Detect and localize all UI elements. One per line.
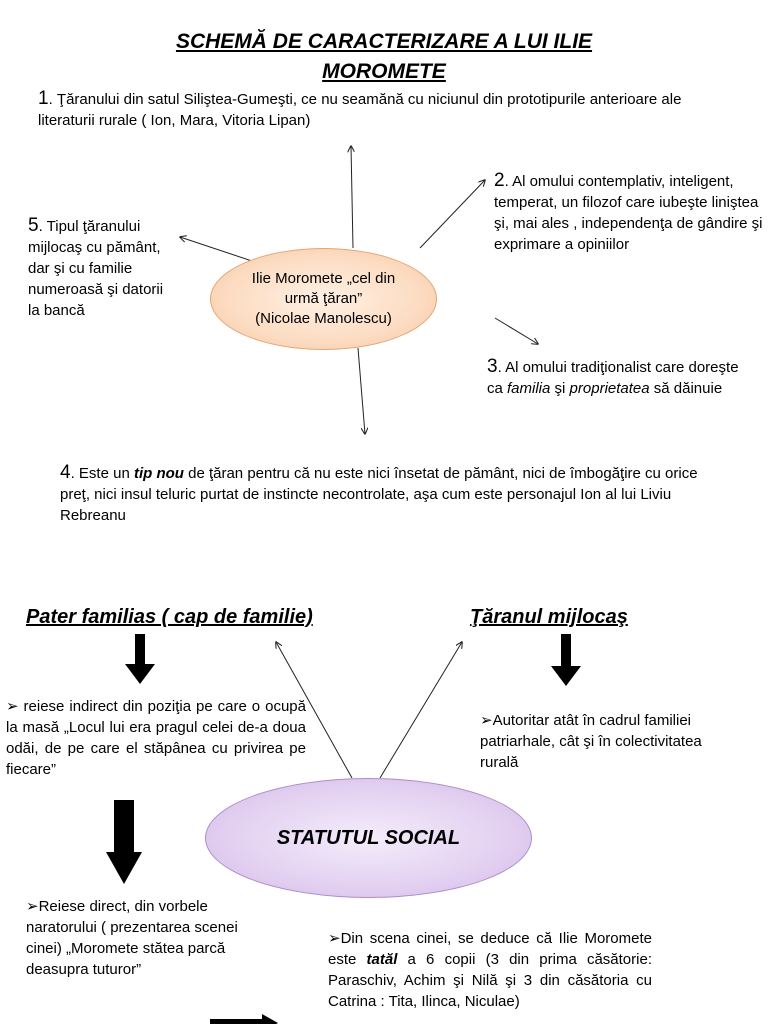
center-line-3: (Nicolae Manolescu) <box>255 310 392 327</box>
trait-1-text: . Ţăranului din satul Siliştea-Gumeşti, … <box>38 91 682 129</box>
arrow-to-trait-2 <box>419 180 485 249</box>
center-ellipse-moromete: Ilie Moromete „cel din urmă ţăran” (Nico… <box>210 248 437 350</box>
trait-2-number: 2 <box>494 170 505 191</box>
center-line-2: urmă ţăran” <box>284 290 363 307</box>
trait-4-text: de ţăran pentru că nu este nici însetat … <box>60 465 698 524</box>
bullet-cinei-tatal: tatăl <box>366 951 398 968</box>
trait-4-pre: . Este un <box>70 465 134 482</box>
down-arrow-icon-lower <box>106 800 142 884</box>
page-title-line2: MOROMETE <box>322 60 446 83</box>
bullet-icon: ➢ <box>328 930 341 947</box>
trait-3-text: . Al omului tradiţionalist care doreşte … <box>487 359 739 397</box>
bullet-cinei-post: a 6 copii (3 din prima căsătorie: Parasc… <box>328 951 652 1010</box>
right-arrow-icon-bottom <box>210 1014 278 1024</box>
center-ellipse-statutul-social: STATUTUL SOCIAL <box>205 778 532 898</box>
trait-4: 4. Este un tip nou de ţăran pentru că nu… <box>60 462 700 526</box>
bullet-icon: ➢ <box>6 698 19 715</box>
bullet-pater-text: reiese indirect din poziţia pe care o oc… <box>6 698 306 778</box>
bullet-icon: ➢ <box>26 898 39 915</box>
heading-taranul-mijlocas: Ţăranul mijlocaş <box>470 606 628 628</box>
trait-3-number: 3 <box>487 356 498 377</box>
trait-3-proprietatea: proprietatea <box>569 380 650 397</box>
center-line-1: Ilie Moromete „cel din <box>251 270 396 287</box>
trait-4-tip-nou: tip nou <box>133 465 184 482</box>
bullet-cinei-pre: Din scena cinei, se deduce că Ilie Morom… <box>328 930 652 968</box>
arrow-to-trait-5 <box>180 237 256 263</box>
trait-5-number: 5 <box>28 215 39 236</box>
trait-3-familia: familia <box>507 380 551 397</box>
bullet-pater-position: ➢ reiese indirect din poziţia pe care o … <box>6 696 306 780</box>
heading-pater-familias: Pater familias ( cap de familie) <box>26 606 313 628</box>
trait-2: 2. Al omului contemplativ, inteligent, t… <box>494 170 768 255</box>
down-arrow-icon-right <box>551 634 581 686</box>
trait-3: 3. Al omului tradiţionalist care doreşte… <box>487 356 757 399</box>
arrow-to-trait-3 <box>494 317 538 344</box>
bullet-naratorului-text: Reiese direct, din vorbele naratorului (… <box>26 898 238 978</box>
trait-5-text: . Tipul ţăranului mijlocaş cu pământ, da… <box>28 218 164 319</box>
statutul-social-label: STATUTUL SOCIAL <box>276 826 461 849</box>
bullet-scena-cinei: ➢Din scena cinei, se deduce că Ilie Moro… <box>328 928 652 1024</box>
trait-3-end: să dăinuie <box>649 380 723 397</box>
arrow-to-trait-4 <box>357 347 365 434</box>
trait-1-number: 1 <box>38 88 49 109</box>
bullet-naratorului: ➢Reiese direct, din vorbele naratorului … <box>26 896 246 980</box>
arrow-to-pater-familias <box>276 642 353 779</box>
arrow-to-taranul-mijlocas <box>379 642 462 779</box>
trait-2-text: . Al omului contemplativ, inteligent, te… <box>494 173 763 253</box>
page-title: SCHEMĂ DE CARACTERIZARE A LUI ILIE <box>175 30 593 53</box>
bullet-autoritar-text: Autoritar atât în cadrul familiei patria… <box>480 712 702 771</box>
trait-1: 1. Ţăranului din satul Siliştea-Gumeşti,… <box>38 88 738 131</box>
arrow-to-trait-1 <box>351 146 353 249</box>
trait-5: 5. Tipul ţăranului mijlocaş cu pământ, d… <box>28 215 178 321</box>
trait-3-mid: şi <box>550 380 570 397</box>
bullet-autoritar: ➢Autoritar atât în cadrul familiei patri… <box>480 710 730 773</box>
bullet-icon: ➢ <box>480 712 493 729</box>
down-arrow-icon-left <box>125 634 155 684</box>
trait-4-number: 4 <box>60 462 71 483</box>
